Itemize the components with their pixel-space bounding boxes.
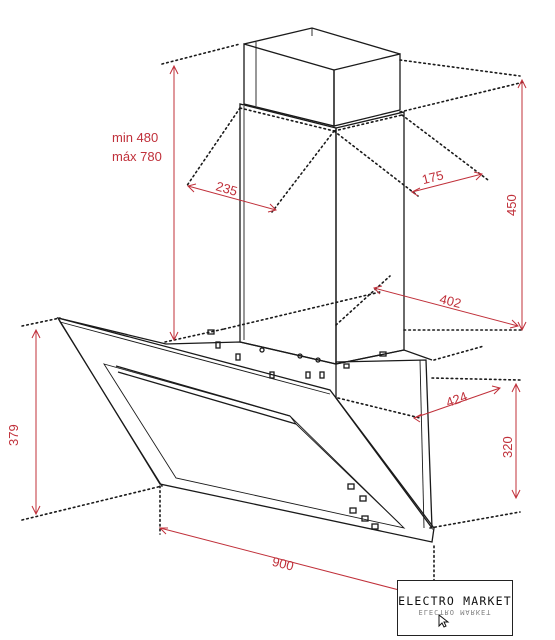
control-panel [347,483,379,530]
body-depth-label: 402 [438,291,463,311]
mount-pin [319,371,325,379]
mount-pin [235,353,241,361]
body-height-label: 320 [500,436,515,458]
mount-hole [259,347,265,353]
reference-lines [21,43,525,603]
hood-outline [56,27,435,543]
chimney-width-label: 235 [214,179,239,199]
chimney-range-min-label: min 480 [112,130,158,145]
chimney-upper-front [243,43,335,127]
chimney-height-label: 450 [504,194,519,216]
mount-pin [379,351,387,357]
chimney-depth-label: 175 [420,167,445,187]
mount-hole [315,357,321,363]
body-top-surface [57,317,433,365]
chimney-upper-side [333,53,401,127]
glass-height-label: 379 [6,424,21,446]
mount-pin [305,371,311,379]
mount-pin [207,329,215,335]
body-base-depth-label: 424 [444,388,470,410]
chimney-lower-side [335,111,405,365]
chimney-range-max-label: máx 780 [112,149,162,164]
glass-panel-outer [56,316,435,543]
chimney-lower-front [239,103,337,365]
dimension-labels: min 480 máx 780 235 175 450 402 424 320 … [6,130,519,574]
body-side-panel [335,359,433,531]
mount-pin [215,341,221,349]
mount-hole [297,353,303,359]
cursor-icon [438,614,450,628]
mount-pin [269,371,275,379]
electro-market-logo: ELECTRO MARKET ELECTRO MARKET [397,580,513,636]
dimension-lines [31,64,527,599]
mount-pin [343,363,350,369]
total-width-label: 900 [271,554,296,574]
logo-mirror-text: ELECTRO MARKET [418,608,492,616]
logo-text: ELECTRO MARKET [398,594,512,608]
